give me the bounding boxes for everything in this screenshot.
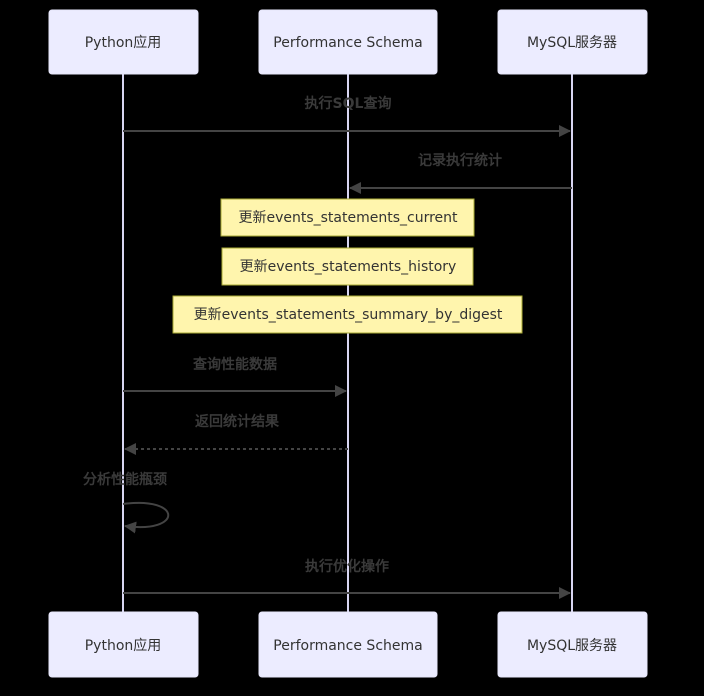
actor-label: Performance Schema bbox=[273, 638, 422, 654]
note: 更新events_statements_summary_by_digest bbox=[172, 295, 523, 334]
actor-label: Python应用 bbox=[85, 637, 162, 654]
note-text: 更新events_statements_current bbox=[238, 210, 458, 226]
self-message-arrow bbox=[122, 501, 170, 534]
actor-label: MySQL服务器 bbox=[527, 35, 617, 51]
message-label: 执行优化操作 bbox=[305, 558, 389, 575]
message-label: 分析性能瓶颈 bbox=[83, 471, 167, 488]
actor-performance-schema-bottom: Performance Schema bbox=[258, 611, 438, 678]
note: 更新events_statements_current bbox=[220, 198, 475, 237]
actor-label: MySQL服务器 bbox=[527, 638, 617, 654]
message-label: 查询性能数据 bbox=[193, 356, 277, 373]
actor-label: Python应用 bbox=[85, 34, 162, 51]
actor-mysql-top: MySQL服务器 bbox=[497, 9, 648, 75]
note-text: 更新events_statements_history bbox=[240, 259, 457, 275]
message-label: 返回统计结果 bbox=[195, 413, 280, 430]
actor-performance-schema-top: Performance Schema bbox=[258, 9, 438, 75]
message-label: 记录执行统计 bbox=[418, 152, 502, 169]
actor-python-top: Python应用 bbox=[48, 9, 199, 75]
message-label: 执行SQL查询 bbox=[305, 95, 392, 112]
actor-python-bottom: Python应用 bbox=[48, 611, 199, 678]
actor-label: Performance Schema bbox=[273, 35, 422, 51]
actor-mysql-bottom: MySQL服务器 bbox=[497, 611, 648, 678]
note: 更新events_statements_history bbox=[221, 247, 474, 286]
note-text: 更新events_statements_summary_by_digest bbox=[194, 307, 503, 323]
